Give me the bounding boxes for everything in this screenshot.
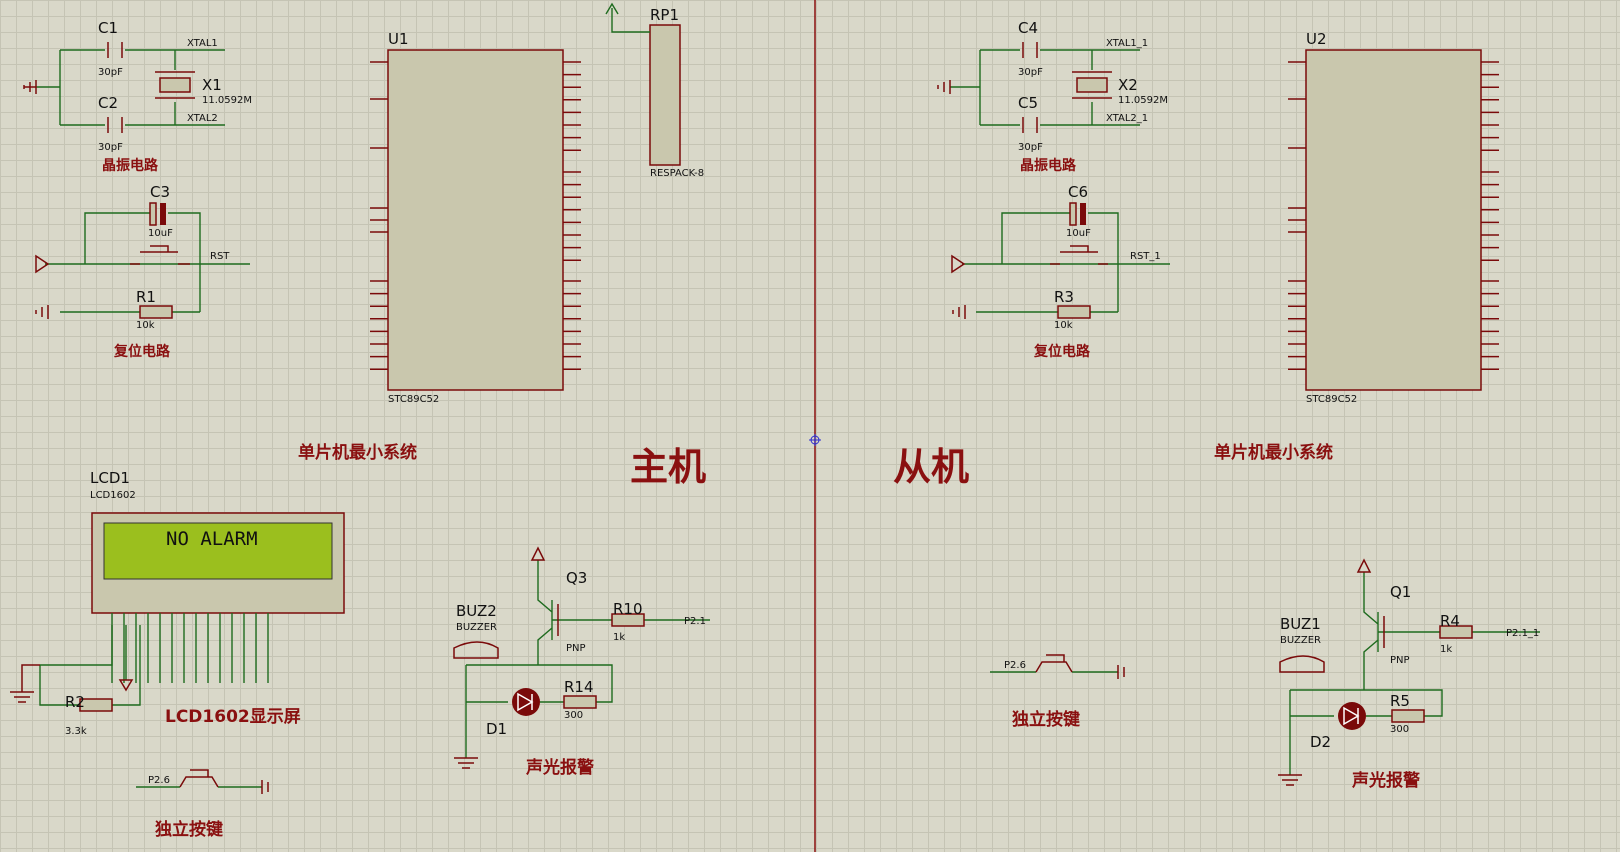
buz2-label: BUZ2	[456, 602, 497, 620]
r3-label: R3	[1054, 288, 1074, 306]
c5-label: C5	[1018, 94, 1038, 112]
x2-value: 11.0592M	[1118, 95, 1168, 106]
r10-label: R10	[613, 600, 643, 618]
r5-label: R5	[1390, 692, 1410, 710]
button-slave: P2.6 独立按键	[990, 654, 1125, 730]
lcd1602: LCD1 LCD1602 NO ALARM LCD1602显示屏	[90, 469, 345, 727]
key-title-slave: 独立按键	[1012, 709, 1080, 730]
mcu-title-slave: 单片机最小系统	[1214, 442, 1333, 463]
slave-title: 从机	[893, 445, 969, 489]
q3-label: Q3	[566, 569, 587, 587]
r5-value: 300	[1390, 724, 1409, 735]
r14-label: R14	[564, 678, 594, 696]
c6-label: C6	[1068, 183, 1088, 201]
r4-label: R4	[1440, 612, 1460, 630]
lcd-label: LCD1	[90, 469, 130, 487]
alarm-title-slave: 声光报警	[1351, 770, 1420, 791]
osc-title-slave: 晶振电路	[1020, 157, 1077, 174]
rst1-net: RST_1	[1130, 251, 1161, 262]
lcd-type: LCD1602	[90, 490, 136, 501]
c5-value: 30pF	[1018, 142, 1043, 153]
buz1-label: BUZ1	[1280, 615, 1321, 633]
q1-label: Q1	[1390, 583, 1411, 601]
r3-value: 10k	[1054, 320, 1073, 331]
key-title-master: 独立按键	[155, 819, 223, 840]
xtal2-net: XTAL2	[187, 113, 218, 124]
r10-value: 1k	[613, 632, 625, 643]
mcu-u2: U2 STC89C52	[1305, 30, 1482, 405]
alarm-master: Q3 PNP R10 1k P2.1 BUZ2 BUZZER R14 300 D…	[453, 546, 710, 778]
master-title: 主机	[630, 445, 706, 489]
origin-marker	[809, 434, 821, 446]
r4-value: 1k	[1440, 644, 1452, 655]
c2-label: C2	[98, 94, 118, 112]
x2-label: X2	[1118, 76, 1138, 94]
c4-value: 30pF	[1018, 67, 1043, 78]
rst-net: RST	[210, 251, 230, 262]
xtal1-net: XTAL1	[187, 38, 218, 49]
d2-label: D2	[1310, 733, 1331, 751]
r1-label: R1	[136, 288, 156, 306]
oscillator-circuit-master: C1 30pF C2 30pF X1 11.0592M XTAL1 XTAL2 …	[23, 19, 252, 174]
x1-label: X1	[202, 76, 222, 94]
u1-pins	[370, 61, 581, 370]
lcd-title: LCD1602显示屏	[165, 707, 301, 727]
alarm-slave: Q1 PNP R4 1k P2.1_1 BUZ1 BUZZER R5 300 D…	[1278, 558, 1540, 791]
u2-type: STC89C52	[1306, 394, 1357, 405]
rp1-label: RP1	[650, 6, 679, 24]
button-master: P2.6 独立按键	[136, 769, 269, 840]
reset-circuit-slave: C6 10uF R3 10k RST_1 复位电路	[951, 183, 1170, 360]
d1-label: D1	[486, 720, 507, 738]
p21-1-net: P2.1_1	[1506, 628, 1539, 639]
oscillator-circuit-slave: C4 30pF C5 30pF X2 11.0592M XTAL1_1 XTAL…	[937, 19, 1168, 174]
mcu-u1: U1 STC89C52	[387, 30, 564, 405]
u2-pins	[1288, 61, 1499, 370]
r2-label: R2	[65, 693, 85, 711]
key-net-master: P2.6	[148, 775, 170, 786]
p21-net: P2.1	[684, 616, 706, 627]
reset-title-master: 复位电路	[113, 343, 171, 360]
x1-value: 11.0592M	[202, 95, 252, 106]
c2-value: 30pF	[98, 142, 123, 153]
rp1-type: RESPACK-8	[650, 168, 704, 179]
u2-label: U2	[1306, 30, 1327, 48]
key-net-slave: P2.6	[1004, 660, 1026, 671]
mcu-title-master: 单片机最小系统	[298, 442, 417, 463]
lcd-pins	[111, 613, 269, 683]
u1-label: U1	[388, 30, 409, 48]
c3-label: C3	[150, 183, 170, 201]
buz2-type: BUZZER	[456, 622, 497, 633]
reset-circuit-master: C3 10uF R1 10k RST 复位电路	[35, 183, 250, 360]
c4-label: C4	[1018, 19, 1038, 37]
c1-label: C1	[98, 19, 118, 37]
r1-value: 10k	[136, 320, 155, 331]
reset-title-slave: 复位电路	[1033, 343, 1091, 360]
lcd-contrast: R2 3.3k	[10, 625, 141, 737]
u1-type: STC89C52	[388, 394, 439, 405]
xtal2-net-slave: XTAL2_1	[1106, 113, 1148, 124]
lcd-display-text: NO ALARM	[166, 528, 258, 550]
c3-value: 10uF	[148, 228, 173, 239]
q1-type: PNP	[1390, 655, 1410, 666]
alarm-title-master: 声光报警	[525, 757, 594, 778]
osc-title-master: 晶振电路	[102, 157, 159, 174]
r2-value: 3.3k	[65, 726, 87, 737]
respack-rp1: RP1 RESPACK-8	[605, 2, 704, 179]
c1-value: 30pF	[98, 67, 123, 78]
xtal1-net-slave: XTAL1_1	[1106, 38, 1148, 49]
c6-value: 10uF	[1066, 228, 1091, 239]
r14-value: 300	[564, 710, 583, 721]
q3-type: PNP	[566, 643, 586, 654]
buz1-type: BUZZER	[1280, 635, 1321, 646]
